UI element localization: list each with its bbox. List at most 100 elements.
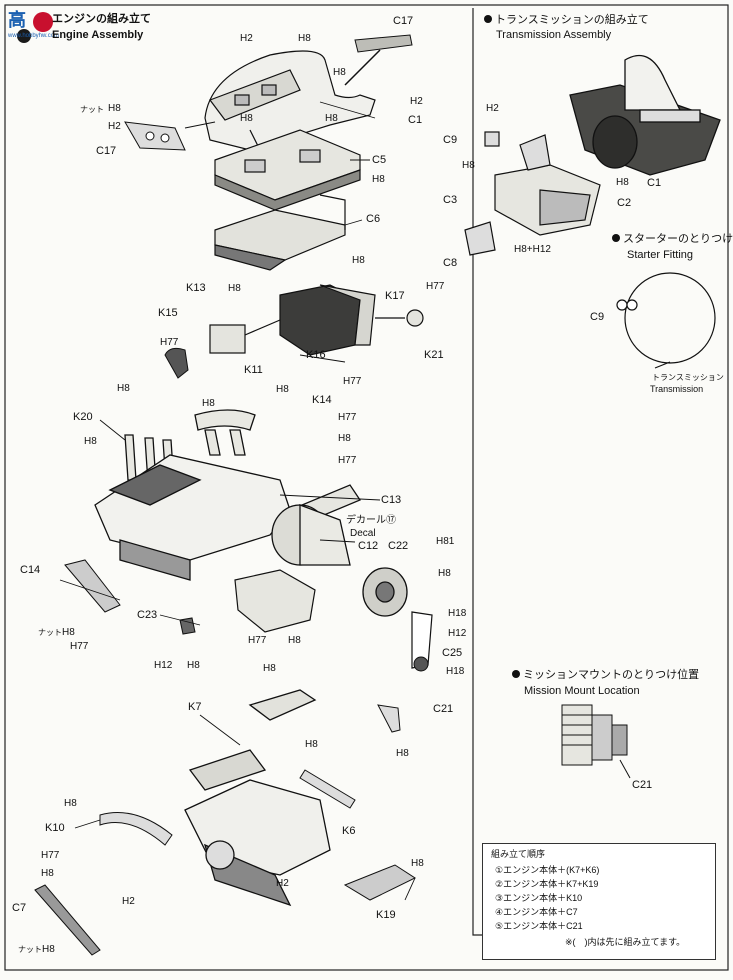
label-c14: C14	[20, 564, 41, 576]
starter-title-en: Starter Fitting	[627, 249, 694, 261]
c5-tray	[214, 129, 361, 211]
c22-pulley	[362, 567, 408, 617]
label-h8: H8	[396, 748, 409, 759]
label-h8: H8	[372, 174, 385, 185]
label-c8: C8	[443, 257, 458, 269]
label-nut: ナット	[80, 105, 104, 114]
label-c1: C1	[408, 114, 423, 126]
label-c25: C25	[442, 647, 463, 659]
mount-title-en: Mission Mount Location	[524, 685, 640, 697]
label-c21: C21	[433, 703, 454, 715]
label-h2: H2	[122, 896, 135, 907]
engine-title-jp: エンジンの組み立て	[52, 13, 151, 25]
label-k19: K19	[376, 909, 396, 921]
label-h2: H2	[108, 121, 121, 132]
c21-bracket	[377, 704, 401, 733]
label-c23: C23	[137, 609, 158, 621]
label-h18: H18	[448, 608, 467, 619]
label-k20: K20	[73, 411, 93, 423]
label-k7: K7	[188, 701, 202, 713]
label-h8: H8	[288, 635, 301, 646]
label-c17: C17	[393, 15, 414, 27]
starter-title-jp: スターターのとりつけ	[612, 232, 733, 246]
label-c9: C9	[443, 134, 458, 146]
label-h8: H8	[616, 177, 629, 188]
watermark-site: www.hobbyhw.com	[8, 33, 60, 39]
label-h8: H8	[305, 739, 318, 750]
label-h8: H8	[438, 568, 451, 579]
transmission-housing	[569, 54, 721, 176]
c6-tray	[214, 194, 346, 271]
trans-title-en: Transmission Assembly	[496, 29, 612, 41]
watermark-logo	[17, 12, 53, 43]
label-h2: H2	[486, 103, 499, 114]
label-c7: C7	[12, 902, 27, 914]
sequence-step: ①エンジン本体＋(K7+K6)	[495, 865, 600, 875]
label-h8: H8	[202, 398, 215, 409]
sequence-step: ②エンジン本体＋K7+K19	[495, 879, 599, 889]
label-h8: H8	[240, 113, 253, 124]
label-h8: H8	[64, 798, 77, 809]
mount-title-jp: ミッションマウントのとりつけ位置	[512, 668, 699, 682]
label-h77: H77	[338, 455, 357, 466]
trans-small-jp: トランスミッション	[652, 373, 724, 382]
label-h8: H8	[462, 160, 475, 171]
label-k21: K21	[424, 349, 444, 361]
label-h77: H77	[70, 641, 89, 652]
label-k11: K11	[244, 364, 263, 376]
label-k17: K17	[385, 290, 405, 302]
label-h8: H8	[62, 627, 75, 638]
label-h18: H18	[446, 666, 465, 677]
decal-jp: デカール⑰	[346, 515, 396, 526]
label-h81: H81	[436, 536, 455, 547]
trans-small-en: Transmission	[650, 384, 704, 394]
label-h77: H77	[343, 376, 362, 387]
bullet-icon	[612, 234, 620, 242]
k10-hose	[99, 812, 173, 846]
label-h12: H12	[154, 660, 173, 671]
label-h8: H8	[108, 103, 121, 114]
bullet-icon	[512, 670, 520, 678]
label-h8: H8	[298, 33, 311, 44]
c23-part	[179, 617, 196, 635]
label-h8: H8	[352, 255, 365, 266]
c14-gasket	[64, 559, 121, 613]
label-c17: C17	[96, 145, 117, 157]
label-c3: C3	[443, 194, 458, 206]
c7-bar	[34, 884, 101, 956]
label-h8: H8	[84, 436, 97, 447]
trans-title-jp: トランスミッションの組み立て	[484, 13, 649, 27]
label-c21: C21	[632, 779, 653, 791]
bullet-icon	[484, 15, 492, 23]
label-nut: ナット	[38, 628, 62, 637]
starter-fitting-diagram	[616, 272, 716, 369]
lower-engine-block	[184, 689, 331, 907]
label-k10: K10	[45, 822, 65, 834]
label-h77: H77	[160, 337, 179, 348]
label-h8: H8	[338, 433, 351, 444]
label-h12: H12	[448, 628, 467, 639]
label-k14: K14	[312, 394, 332, 406]
label-h2: H2	[410, 96, 423, 107]
label-h8: H8	[228, 283, 241, 294]
k6-bracket	[299, 769, 356, 809]
label-h8: H8	[411, 858, 424, 869]
air-cleaner-assembly	[209, 284, 424, 356]
label-c9: C9	[590, 311, 605, 323]
c17-side-part	[124, 121, 186, 151]
label-h2: H2	[276, 878, 289, 889]
label-c13: C13	[381, 494, 402, 506]
decal-en: Decal	[350, 528, 376, 539]
label-h8: H8	[263, 663, 276, 674]
label-h77: H77	[338, 412, 357, 423]
assembly-sequence-box: 組み立て順序 ①エンジン本体＋(K7+K6) ②エンジン本体＋K7+K19 ③エ…	[482, 843, 716, 960]
sequence-step: ④エンジン本体＋C7	[495, 907, 578, 917]
label-h77: H77	[248, 635, 267, 646]
label-h8: H8	[276, 384, 289, 395]
k15-intake	[164, 347, 189, 379]
label-h8: H8	[333, 67, 346, 78]
label-h8: H8	[117, 383, 130, 394]
sequence-step: ③エンジン本体＋K10	[495, 893, 583, 903]
sequence-title: 組み立て順序	[491, 849, 546, 859]
